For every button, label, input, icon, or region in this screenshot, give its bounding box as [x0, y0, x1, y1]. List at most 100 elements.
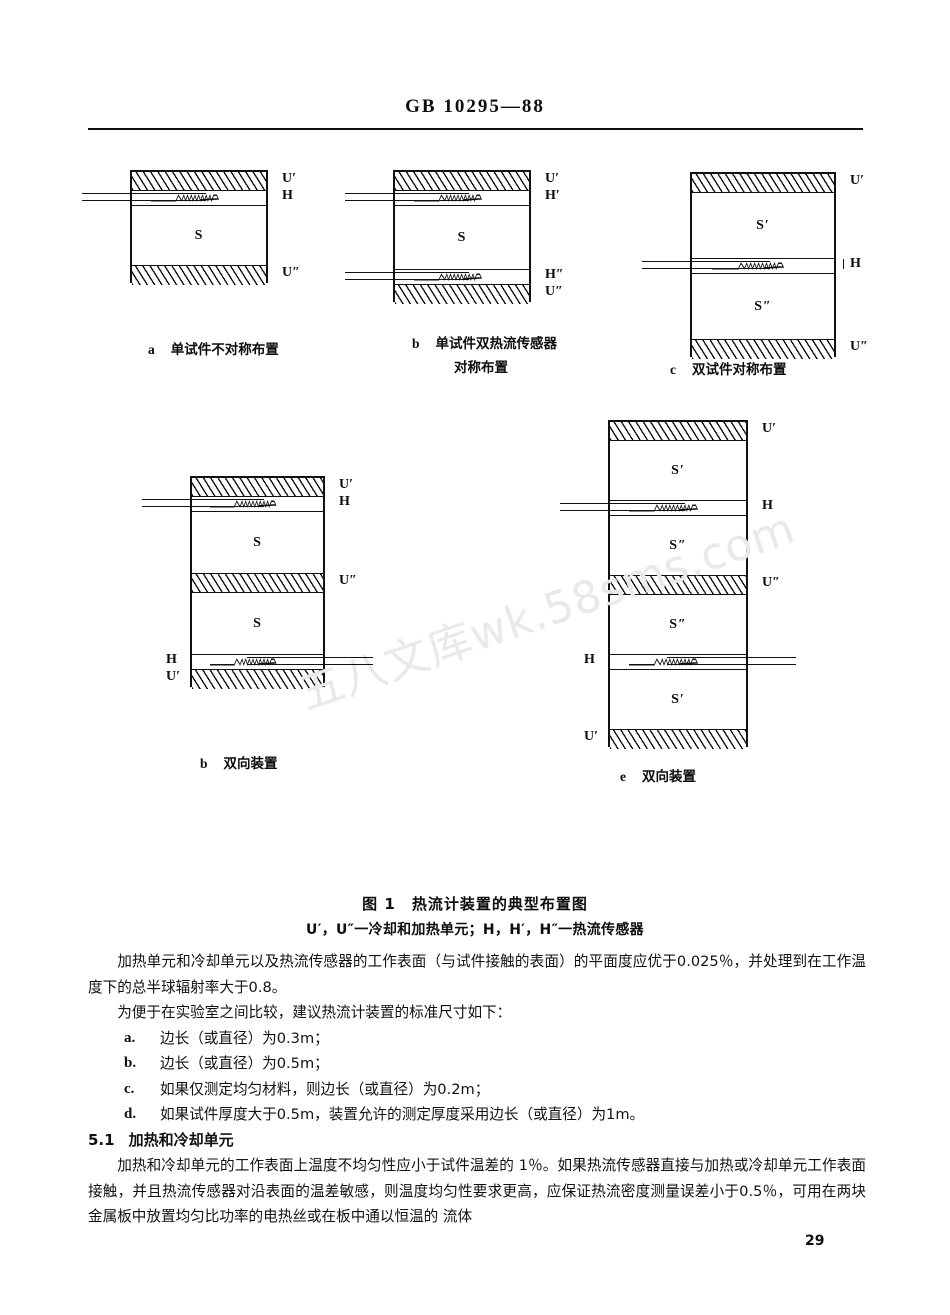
sensor-lead-wire — [345, 192, 469, 194]
page-number: 29 — [805, 1233, 825, 1249]
header-divider — [88, 128, 863, 130]
paragraph-section-5-1: 加热和冷却单元的工作表面上温度不均匀性应小于试件温差的 1％。如果热流传感器直接… — [88, 1157, 866, 1225]
standard-header: GB 10295—88 — [405, 96, 545, 117]
layer-side-label: U′ — [166, 668, 181, 684]
heater-wire-icon — [150, 193, 234, 204]
layer-unit — [192, 574, 323, 593]
section-number: 5.1 — [88, 1130, 115, 1149]
diagram-a: S — [130, 170, 268, 285]
list-marker: c. — [124, 1080, 135, 1097]
sensor-lead-wire — [642, 267, 771, 269]
layer-label: S″ — [754, 298, 772, 314]
figure-title: 图 1 热流计装置的典型布置图 — [362, 895, 588, 913]
list-item: c. 如果仅测定均匀材料，则边长（或直径）为0.2m； — [88, 1077, 866, 1103]
layer-sensor — [132, 191, 266, 206]
layer-label: S — [253, 615, 262, 631]
layer-side-label: H — [762, 497, 773, 513]
layer-side-label: H — [584, 651, 595, 667]
diagram-caption-e: e 双向装置 — [620, 765, 696, 785]
layer-unit — [610, 422, 746, 441]
sensor-lead-wire — [345, 278, 469, 280]
sensor-lead-wire — [246, 663, 373, 665]
layer-unit — [610, 576, 746, 595]
list-marker: a. — [124, 1029, 136, 1046]
layer-label: S″ — [669, 616, 687, 632]
diagram-e: S′ S″ S″ S′ — [608, 420, 748, 749]
layer-side-label: U″ — [339, 572, 357, 588]
layer-label: S — [253, 534, 262, 550]
paragraph-standard-sizes: 为便于在实验室之间比较，建议热流计装置的标准尺寸如下： — [117, 1004, 512, 1021]
heater-wire-icon — [629, 657, 713, 668]
diagram-b: S — [393, 170, 531, 304]
layer-sensor — [610, 501, 746, 516]
layer-side-label: H′ — [545, 187, 560, 203]
heater-wire-icon — [210, 499, 291, 510]
layer-unit — [132, 266, 266, 285]
caption-text: 单试件不对称布置 — [170, 342, 279, 358]
sensor-lead-wire — [345, 271, 469, 273]
layer-sensor — [192, 497, 323, 512]
layer-side-label: U″ — [545, 283, 563, 299]
layer-sample: S — [192, 512, 323, 574]
section-title: 加热和冷却单元 — [128, 1130, 234, 1149]
layer-sample: S — [132, 206, 266, 266]
layer-sample: S′ — [610, 441, 746, 501]
layer-side-label: H — [166, 651, 177, 667]
layer-sensor — [395, 191, 529, 206]
list-item: d.如果试件厚度大于0.5m，装置允许的测定厚度采用边长（或直径）为1m。 — [88, 1102, 866, 1128]
section-heading-5-1: 5.1 加热和冷却单元 — [88, 1128, 866, 1154]
layer-sensor — [395, 270, 529, 285]
caption-text: 单试件双热流传感器 — [435, 336, 558, 352]
layer-side-label: U′ — [850, 172, 865, 188]
layer-label: S — [457, 229, 467, 245]
layer-label: S′ — [671, 691, 685, 707]
layer-label: S″ — [669, 537, 687, 553]
caption-letter: b — [412, 336, 420, 351]
layer-side-label: U′ — [339, 476, 354, 492]
sensor-lead-wire — [142, 505, 265, 507]
caption-letter: b — [200, 756, 208, 771]
caption-text: 双试件对称布置 — [692, 362, 787, 378]
sensor-lead-wire — [246, 656, 373, 658]
sensor-lead-wire — [560, 502, 685, 504]
layer-sample: S′ — [610, 670, 746, 730]
sensor-lead-wire — [666, 656, 796, 658]
layer-side-label: H″ — [545, 266, 564, 282]
sensor-lead-wire — [642, 260, 771, 262]
sensor-lead-wire — [142, 498, 265, 500]
caption-letter: e — [620, 769, 626, 784]
layer-unit — [132, 172, 266, 191]
figure-legend: U′，U″一冷却和加热单元；H，H′，H″一热流传感器 — [306, 922, 644, 938]
sensor-lead-wire — [82, 199, 206, 201]
heater-wire-icon — [629, 503, 713, 514]
heater-wire-icon — [711, 261, 800, 272]
list-item: b.边长（或直径）为0.5m； — [88, 1051, 866, 1077]
list-text: 如果仅测定均匀材料，则边长（或直径）为0.2m； — [160, 1080, 490, 1098]
layer-sample: S″ — [610, 516, 746, 576]
layer-unit — [395, 285, 529, 304]
caption-text-line2: 对称布置 — [454, 360, 508, 376]
heater-wire-icon — [210, 657, 291, 668]
layer-side-label: U′ — [282, 170, 297, 186]
dimension-tick — [843, 259, 844, 269]
standard-size-list: a. 边长（或直径）为0.3m； b.边长（或直径）为0.5m； c. 如果仅测定均匀材… — [88, 1026, 866, 1128]
layer-side-label: H — [850, 255, 861, 271]
diagram-caption-b: b 单试件双热流传感器对称布置 — [412, 332, 557, 376]
layer-label: S′ — [671, 462, 685, 478]
layer-unit — [692, 340, 834, 359]
list-text: 如果试件厚度大于0.5m，装置允许的测定厚度采用边长（或直径）为1m。 — [160, 1106, 645, 1123]
layer-sensor — [692, 259, 834, 274]
layer-unit — [192, 670, 323, 689]
heater-wire-icon — [413, 272, 497, 283]
layer-side-label: U′ — [545, 170, 560, 186]
sensor-lead-wire — [666, 663, 796, 665]
sensor-lead-wire — [560, 509, 685, 511]
caption-text: 双向装置 — [642, 769, 696, 785]
list-text: 边长（或直径）为0.3m； — [160, 1029, 329, 1047]
list-marker: b. — [124, 1055, 137, 1071]
layer-sample: S′ — [692, 193, 834, 259]
layer-side-label: U″ — [282, 264, 300, 280]
